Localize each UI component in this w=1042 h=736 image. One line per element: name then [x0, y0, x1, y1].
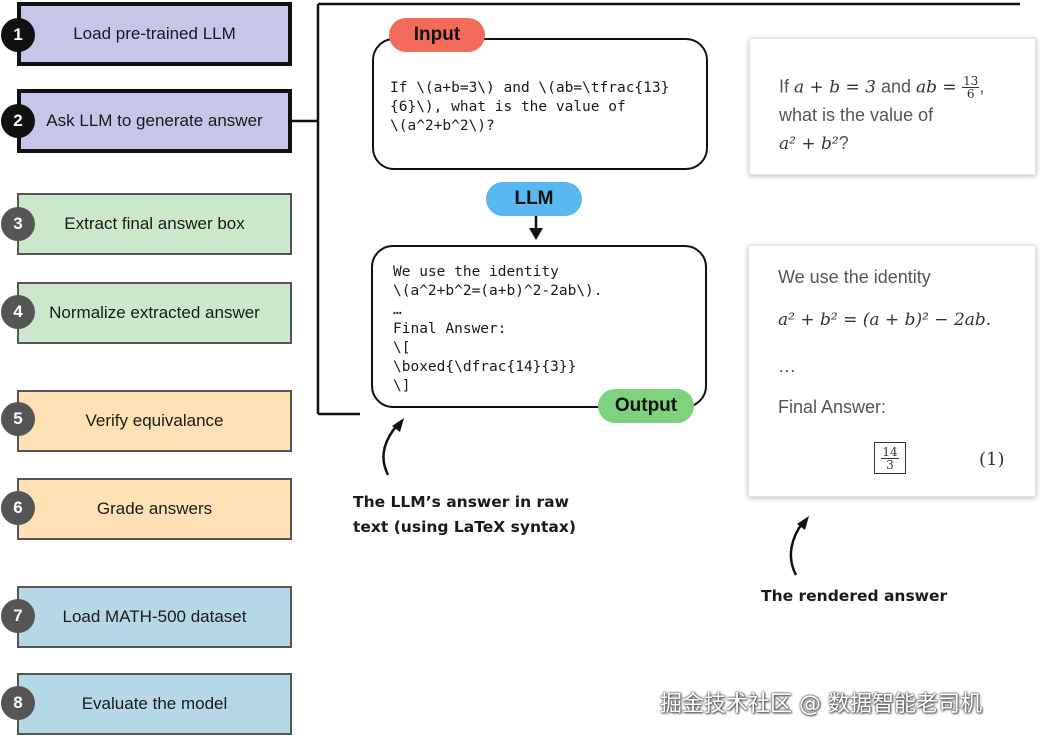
math: a² + b²	[779, 134, 839, 154]
step-1: Load pre-trained LLM	[17, 2, 292, 66]
text: If	[779, 76, 795, 97]
step-4: Normalize extracted answer	[17, 282, 292, 344]
step-label: Load MATH-500 dataset	[62, 607, 247, 626]
step-label: Evaluate the model	[81, 694, 228, 713]
step-6: Grade answers	[17, 478, 292, 540]
watermark: 掘金技术社区 @ 数据智能老司机	[660, 692, 982, 717]
step-label: Extract final answer box	[64, 214, 245, 233]
denominator: 6	[966, 87, 975, 101]
numerator: 13	[962, 74, 980, 88]
rendered-answer-final-label: Final Answer:	[778, 397, 887, 417]
equation-number: (1)	[979, 449, 1005, 470]
step-label: Grade answers	[96, 499, 213, 518]
step-label: Load pre-trained LLM	[73, 24, 236, 43]
output-pill: Output	[598, 389, 694, 423]
step-badge: 1	[1, 18, 35, 52]
step-badge: 6	[1, 491, 35, 525]
denominator: 3	[886, 457, 894, 472]
step-label: Ask LLM to generate answer	[46, 111, 263, 130]
step-8: Evaluate the model	[17, 673, 292, 735]
text: and	[875, 76, 916, 97]
rendered-answer-line1: We use the identity	[778, 267, 931, 287]
math: ab =	[916, 77, 963, 98]
output-box: We use the identity \(a^2+b^2=(a+b)^2-2a…	[371, 245, 707, 408]
step-badge: 2	[1, 104, 35, 138]
rendered-answer-card: We use the identity a² + b² = (a + b)² −…	[748, 245, 1036, 497]
input-pill: Input	[389, 18, 485, 52]
caption-rendered-answer: The rendered answer	[761, 587, 948, 605]
step-3: Extract final answer box	[17, 193, 292, 255]
step-label: Verify equivalance	[85, 411, 224, 430]
text: ,	[979, 76, 985, 97]
math: a + b = 3	[794, 77, 876, 98]
step-5: Verify equivalance	[17, 390, 292, 452]
llm-pill: LLM	[486, 182, 582, 216]
step-badge: 8	[1, 686, 35, 720]
step-2: Ask LLM to generate answer	[17, 89, 292, 153]
input-box: If \(a+b=3\) and \(ab=\tfrac{13} {6}\), …	[372, 38, 708, 170]
numerator: 14	[881, 444, 899, 459]
step-badge: 4	[1, 295, 35, 329]
caption-raw-answer: The LLM’s answer in raw text (using LaTe…	[353, 493, 576, 536]
rendered-question-line2: what is the value of	[779, 105, 934, 125]
input-raw-text: If \(a+b=3\) and \(ab=\tfrac{13} {6}\), …	[390, 80, 670, 134]
step-label: Normalize extracted answer	[49, 303, 260, 322]
output-raw-text: We use the identity \(a^2+b^2=(a+b)^2-2a…	[393, 264, 603, 394]
step-badge: 3	[1, 207, 35, 241]
rendered-answer-ellipsis: …	[778, 356, 796, 376]
step-badge: 7	[1, 599, 35, 633]
step-badge: 5	[1, 402, 35, 436]
rendered-question-line3: a² + b²?	[779, 133, 849, 154]
text: ?	[838, 133, 849, 153]
rendered-answer-equation: a² + b² = (a + b)² − 2ab.	[778, 310, 992, 330]
step-7: Load MATH-500 dataset	[17, 586, 292, 648]
